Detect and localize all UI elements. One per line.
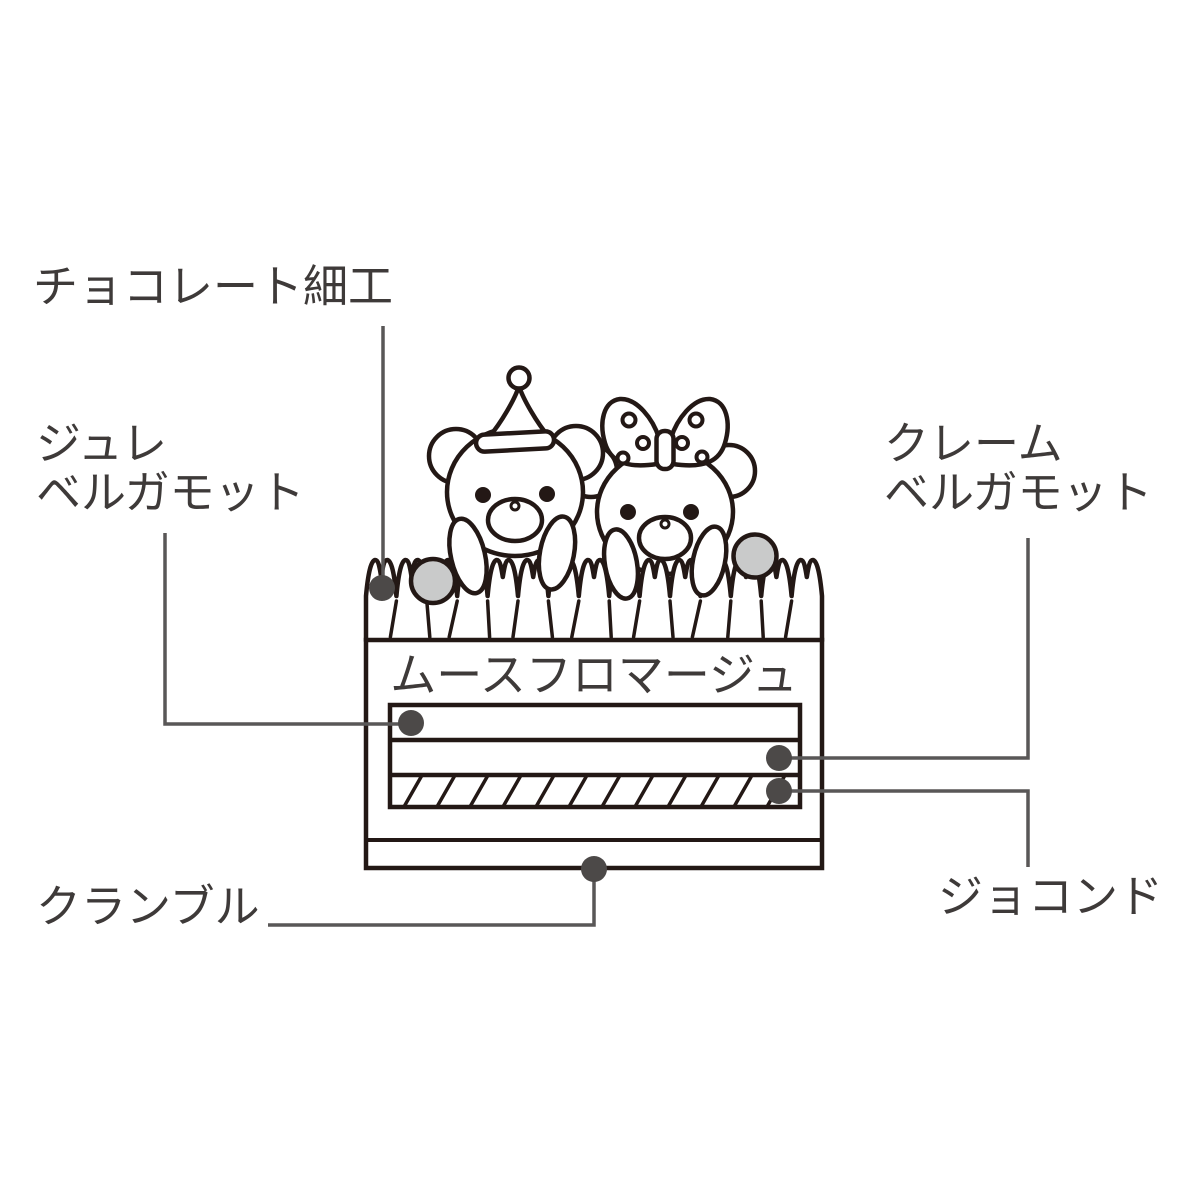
party-hat [473, 365, 557, 454]
leader-cream-bergamot [785, 538, 1030, 760]
label-chocolate-work: チョコレート細工 [33, 261, 394, 312]
marker-joconde [766, 778, 792, 804]
label-mousse-fromage: ムースフロマージュ [390, 649, 798, 701]
berries [408, 532, 779, 606]
label-crumble: クランブル [36, 881, 260, 932]
label-jelly-line2: ベルガモット [36, 467, 305, 518]
label-jelly-line1: ジュレ [36, 418, 167, 469]
marker-chocolate-work [369, 575, 395, 601]
layer-box-outline [387, 702, 803, 810]
left-bear-face [475, 486, 555, 544]
leader-joconde [785, 789, 1030, 867]
berry-left [408, 556, 458, 606]
label-jelly-bergamot: ジュレ ベルガモット [36, 419, 305, 517]
leader-crumble [268, 869, 596, 927]
leader-jelly-bergamot [163, 533, 405, 726]
right-bear-face [620, 504, 699, 562]
marker-dots [369, 575, 792, 882]
label-cream-bergamot: クレーム ベルガモット [884, 419, 1153, 517]
berry-right [731, 532, 779, 580]
marker-crumble [581, 856, 607, 882]
label-joconde: ジョコンド [938, 871, 1164, 922]
layer-box [387, 702, 803, 810]
cake-outer-box [363, 637, 825, 871]
marker-cream-bergamot [766, 745, 792, 771]
fence-pickets [388, 599, 794, 639]
cake-body [363, 637, 825, 871]
polka-dot-bow [600, 396, 730, 472]
label-cream-line1: クレーム [884, 418, 1063, 469]
label-cream-line2: ベルガモット [884, 467, 1153, 518]
bear-paws [447, 514, 729, 601]
leader-lines [163, 326, 1030, 927]
marker-jelly-bergamot [398, 710, 424, 736]
